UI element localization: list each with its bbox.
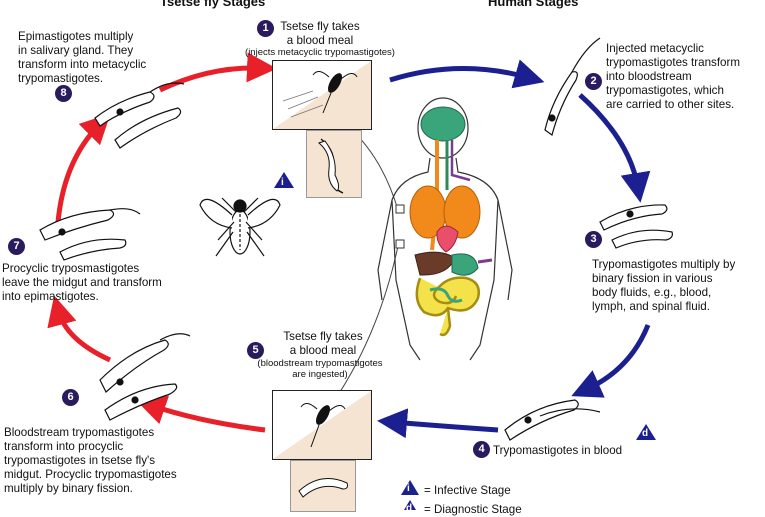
stomach [451,253,479,276]
stage-2-description: Injected metacyclic trypomastigotes tran… [606,42,741,111]
diagnostic-marker-label-4: d [642,428,649,439]
stage-badge-4: 4 [473,441,490,458]
parasite-inset-1 [306,130,362,198]
infective-marker-label-1: i [281,177,284,188]
legend-diagnostic-letter: d [406,503,413,514]
stage-1-title: Tsetse fly takes a blood meal [280,20,360,47]
blood-meal-panel-1 [272,60,372,130]
stage-badge-3: 3 [585,231,602,248]
stage-badge-5: 5 [247,342,264,359]
intestines [415,276,480,337]
stage-badge-7: 7 [8,238,25,255]
human-stages-header: Human Stages [488,0,579,9]
arrow-7-to-8 [55,113,111,223]
parasite-stage-8 [94,82,185,149]
parasite-stage-4 [504,399,601,441]
stage-badge-1: 1 [257,20,274,37]
legend-infective-marker [401,480,419,495]
parasite-stage-7 [39,208,141,261]
stage-badge-2: 2 [585,73,602,90]
stage-badge-6: 6 [62,389,79,406]
stage-1-subtitle: (injects metacyclic trypomastigotes) [245,47,395,58]
infective-marker-1 [274,172,294,188]
arrow-3-to-4 [571,324,651,398]
parasite-inset-5 [290,460,356,512]
legend-diagnostic-marker [404,500,416,510]
heart [436,225,459,253]
tsetse-fly-figure [199,197,281,257]
arrow-2-to-3 [578,93,651,203]
stage-7-description: Procyclic tryposmastigotes leave the mid… [2,262,162,303]
brain [420,106,466,142]
arrow-6-to-7 [47,295,112,363]
stage-6-description: Bloodstream trypomastigotes transform in… [4,426,177,495]
stage-5-subtitle: (bloodstream trypomastigotes are ingeste… [257,358,383,380]
parasite-stage-2 [544,37,601,136]
stage-4-description: Trypomastigotes in blood [493,444,623,457]
liver [414,251,456,276]
arrow-8-to-1 [158,52,277,93]
blood-meal-panel-5 [272,390,372,460]
arrow-5-to-6 [135,395,266,433]
tsetse-stages-header: Tsetse fly Stages [160,0,266,9]
legend-diagnostic-label: = Diagnostic Stage [424,503,522,516]
legend-infective-letter: i [407,483,410,494]
stage-8-description: Epimastigotes multiply in salivary gland… [18,30,147,85]
parasite-stage-3 [599,204,673,249]
stage-5-title: Tsetse fly takes a blood meal [283,330,363,357]
parasite-stage-6 [99,333,191,421]
stage-3-description: Trypomastigotes multiply by binary fissi… [592,258,736,313]
diagnostic-marker-4 [636,424,656,440]
stage-badge-8: 8 [55,85,72,102]
arrow-4-to-5 [377,408,499,439]
lungs-right [443,185,481,239]
legend-infective-label: = Infective Stage [424,484,511,497]
arrow-1-to-2 [389,59,545,89]
